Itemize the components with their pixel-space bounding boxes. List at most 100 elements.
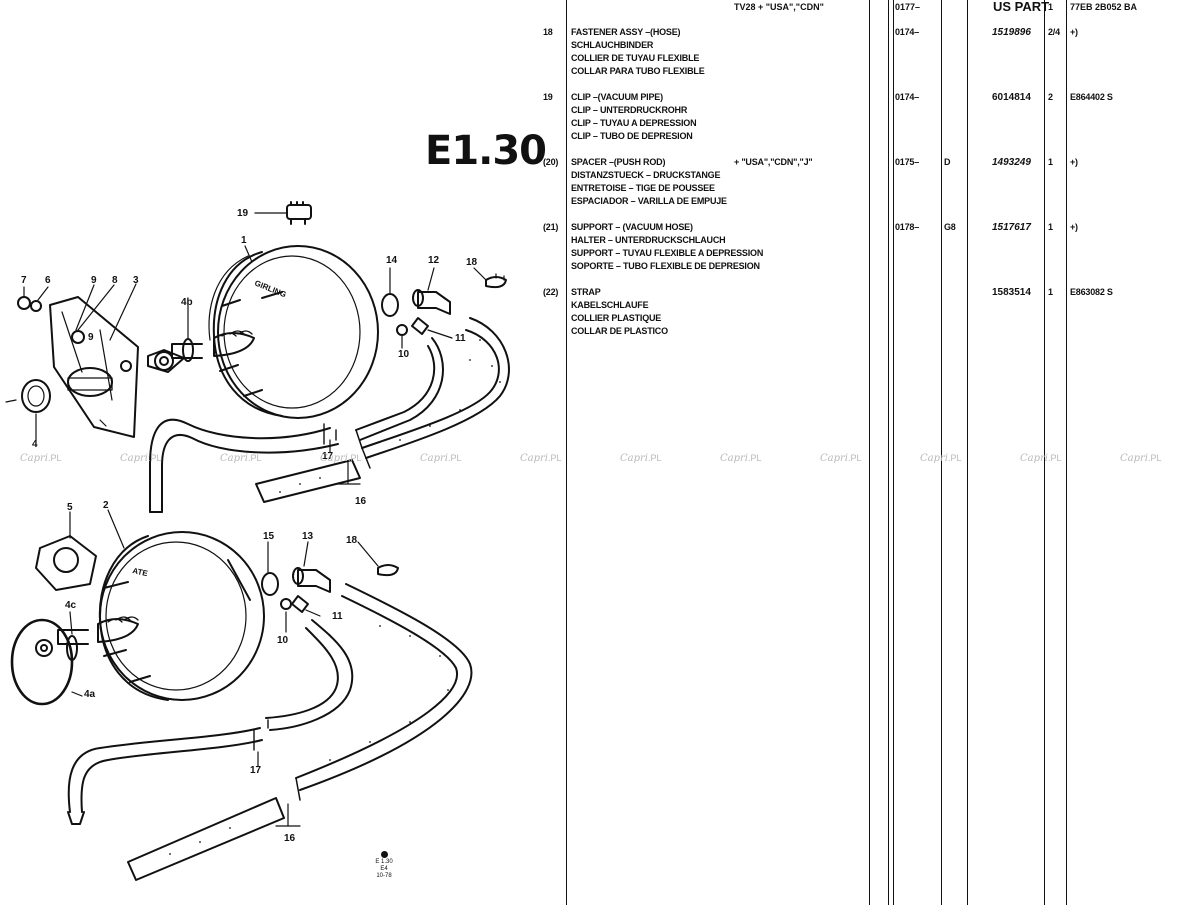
callout-4: 4 (32, 439, 38, 450)
watermark-suffix: .PL (448, 453, 462, 463)
column-divider (893, 0, 894, 905)
callout-1: 1 (241, 235, 247, 246)
watermark-suffix: .PL (648, 453, 662, 463)
column-divider (1066, 0, 1067, 905)
exploded-diagram: GIRLING ATE E1.30 19 1 14 12 18 7 6 9 8 … (0, 0, 560, 905)
cell-eng-no: E863082 S (1070, 287, 1113, 297)
cell-part-no: 1519896 (992, 27, 1031, 38)
watermark-text: Capri.PL (120, 453, 162, 464)
callout-17-top: 17 (322, 451, 334, 462)
cell-qty: 1 (1048, 222, 1053, 232)
cell-ref: (21) (543, 222, 559, 232)
description-line: COLLAR PARA TUBO FLEXIBLE (571, 66, 705, 76)
description-line: CLIP – TUYAU A DEPRESSION (571, 118, 697, 128)
cell-ref: (20) (543, 157, 559, 167)
plate-code-line-1: E 1.30 E4 (375, 859, 393, 872)
watermark-text: Capri.PL (520, 453, 562, 464)
watermark-suffix: .PL (348, 453, 362, 463)
callout-11-bottom: 11 (332, 611, 343, 622)
callout-12: 12 (428, 255, 440, 266)
hose-texture (169, 339, 501, 855)
vacuum-hose-icon (149, 317, 510, 513)
callout-3: 3 (133, 275, 139, 286)
callout-4c: 4c (65, 600, 77, 611)
watermark-suffix: .PL (148, 453, 162, 463)
description-line: FASTENER ASSY –(HOSE) (571, 27, 681, 37)
callout-13: 13 (302, 531, 314, 542)
description-line: KABELSCHLAUFE (571, 300, 649, 310)
description-line: SUPPORT – (VACUUM HOSE) (571, 222, 693, 232)
description-line: SUPPORT – TUYAU FLEXIBLE A DEPRESSION (571, 248, 764, 258)
watermark-brand: Capri (120, 453, 148, 464)
cell-part-no: 1493249 (992, 157, 1031, 168)
watermark-brand: Capri (1120, 453, 1148, 464)
watermark-brand: Capri (20, 453, 48, 464)
cell-part-no: 1583514 (992, 287, 1031, 298)
cell-date: 0174– (895, 27, 920, 37)
cell-date: 0174– (895, 92, 920, 102)
cell-date: 0175– (895, 157, 920, 167)
brake-booster-drawing: GIRLING ATE (5, 201, 510, 881)
description-line: COLLIER PLASTIQUE (571, 313, 662, 323)
callout-18-bottom: 18 (346, 535, 358, 546)
callout-16-bottom: 16 (284, 833, 296, 844)
description-line: SOPORTE – TUBO FLEXIBLE DE DEPRESION (571, 261, 760, 271)
callout-17-bottom: 17 (250, 765, 262, 776)
description-line: CLIP –(VACUUM PIPE) (571, 92, 663, 102)
description-line: CLIP – UNTERDRUCKROHR (571, 105, 688, 115)
column-divider (566, 0, 567, 905)
plate-dot-icon (380, 851, 388, 858)
cell-qty: 2 (1048, 92, 1053, 102)
watermark-brand: Capri (1020, 453, 1048, 464)
watermark-brand: Capri (620, 453, 648, 464)
description-line: COLLIER DE TUYAU FLEXIBLE (571, 53, 700, 63)
cell-eng-no: E864402 S (1070, 92, 1113, 102)
watermark-suffix: .PL (248, 453, 262, 463)
cell-qty: 1 (1048, 287, 1053, 297)
figure-reference: E1.30 (425, 128, 547, 174)
watermark-text: Capri.PL (20, 453, 62, 464)
callout-15: 15 (263, 531, 275, 542)
watermark-text: Capri.PL (1120, 453, 1162, 464)
description-line: STRAP (571, 287, 601, 297)
watermark-text: Capri.PL (720, 453, 762, 464)
watermark-text: Capri.PL (220, 453, 262, 464)
plate-code: E 1.30 E4 10-78 (372, 851, 396, 880)
callout-9: 9 (91, 275, 97, 286)
cell-ref: 18 (543, 27, 553, 37)
description-line: HALTER – UNTERDRUCKSCHLAUCH (571, 235, 726, 245)
watermark-suffix: .PL (548, 453, 562, 463)
cell-code: D (944, 157, 951, 167)
description-line: COLLAR DE PLASTICO (571, 326, 668, 336)
vacuum-hose-lower-icon (67, 583, 473, 881)
cell-date: 0178– (895, 222, 920, 232)
column-divider (941, 0, 942, 905)
cell-eng-no: +) (1070, 157, 1078, 167)
cell-qty: 1 (1048, 157, 1053, 167)
description-line: SPACER –(PUSH ROD) (571, 157, 666, 167)
watermark-brand: Capri (320, 453, 348, 464)
callout-10-bottom: 10 (277, 635, 289, 646)
watermark-brand: Capri (820, 453, 848, 464)
watermark-text: Capri.PL (420, 453, 462, 464)
watermark-suffix: .PL (1048, 453, 1062, 463)
watermark-suffix: .PL (848, 453, 862, 463)
watermark-brand: Capri (920, 453, 948, 464)
brake-booster-ate-icon (10, 531, 265, 706)
callout-6: 6 (45, 275, 51, 286)
callout-10-top: 10 (398, 349, 410, 360)
watermark-brand: Capri (220, 453, 248, 464)
header-part-no: US PART (993, 0, 1050, 14)
cell-variant: + "USA","CDN","J" (734, 157, 813, 167)
column-divider (869, 0, 870, 905)
description-line: CLIP – TUBO DE DEPRESION (571, 131, 693, 141)
callout-19: 19 (237, 208, 249, 219)
callout-18-top: 18 (466, 257, 478, 268)
watermark-text: Capri.PL (820, 453, 862, 464)
description-line: ENTRETOISE – TIGE DE POUSSEE (571, 183, 715, 193)
cell-eng-no: +) (1070, 27, 1078, 37)
description-line: SCHLAUCHBINDER (571, 40, 654, 50)
header-variant: TV28 + "USA","CDN" (734, 2, 824, 12)
cell-code: G8 (944, 222, 956, 232)
watermark-suffix: .PL (1148, 453, 1162, 463)
